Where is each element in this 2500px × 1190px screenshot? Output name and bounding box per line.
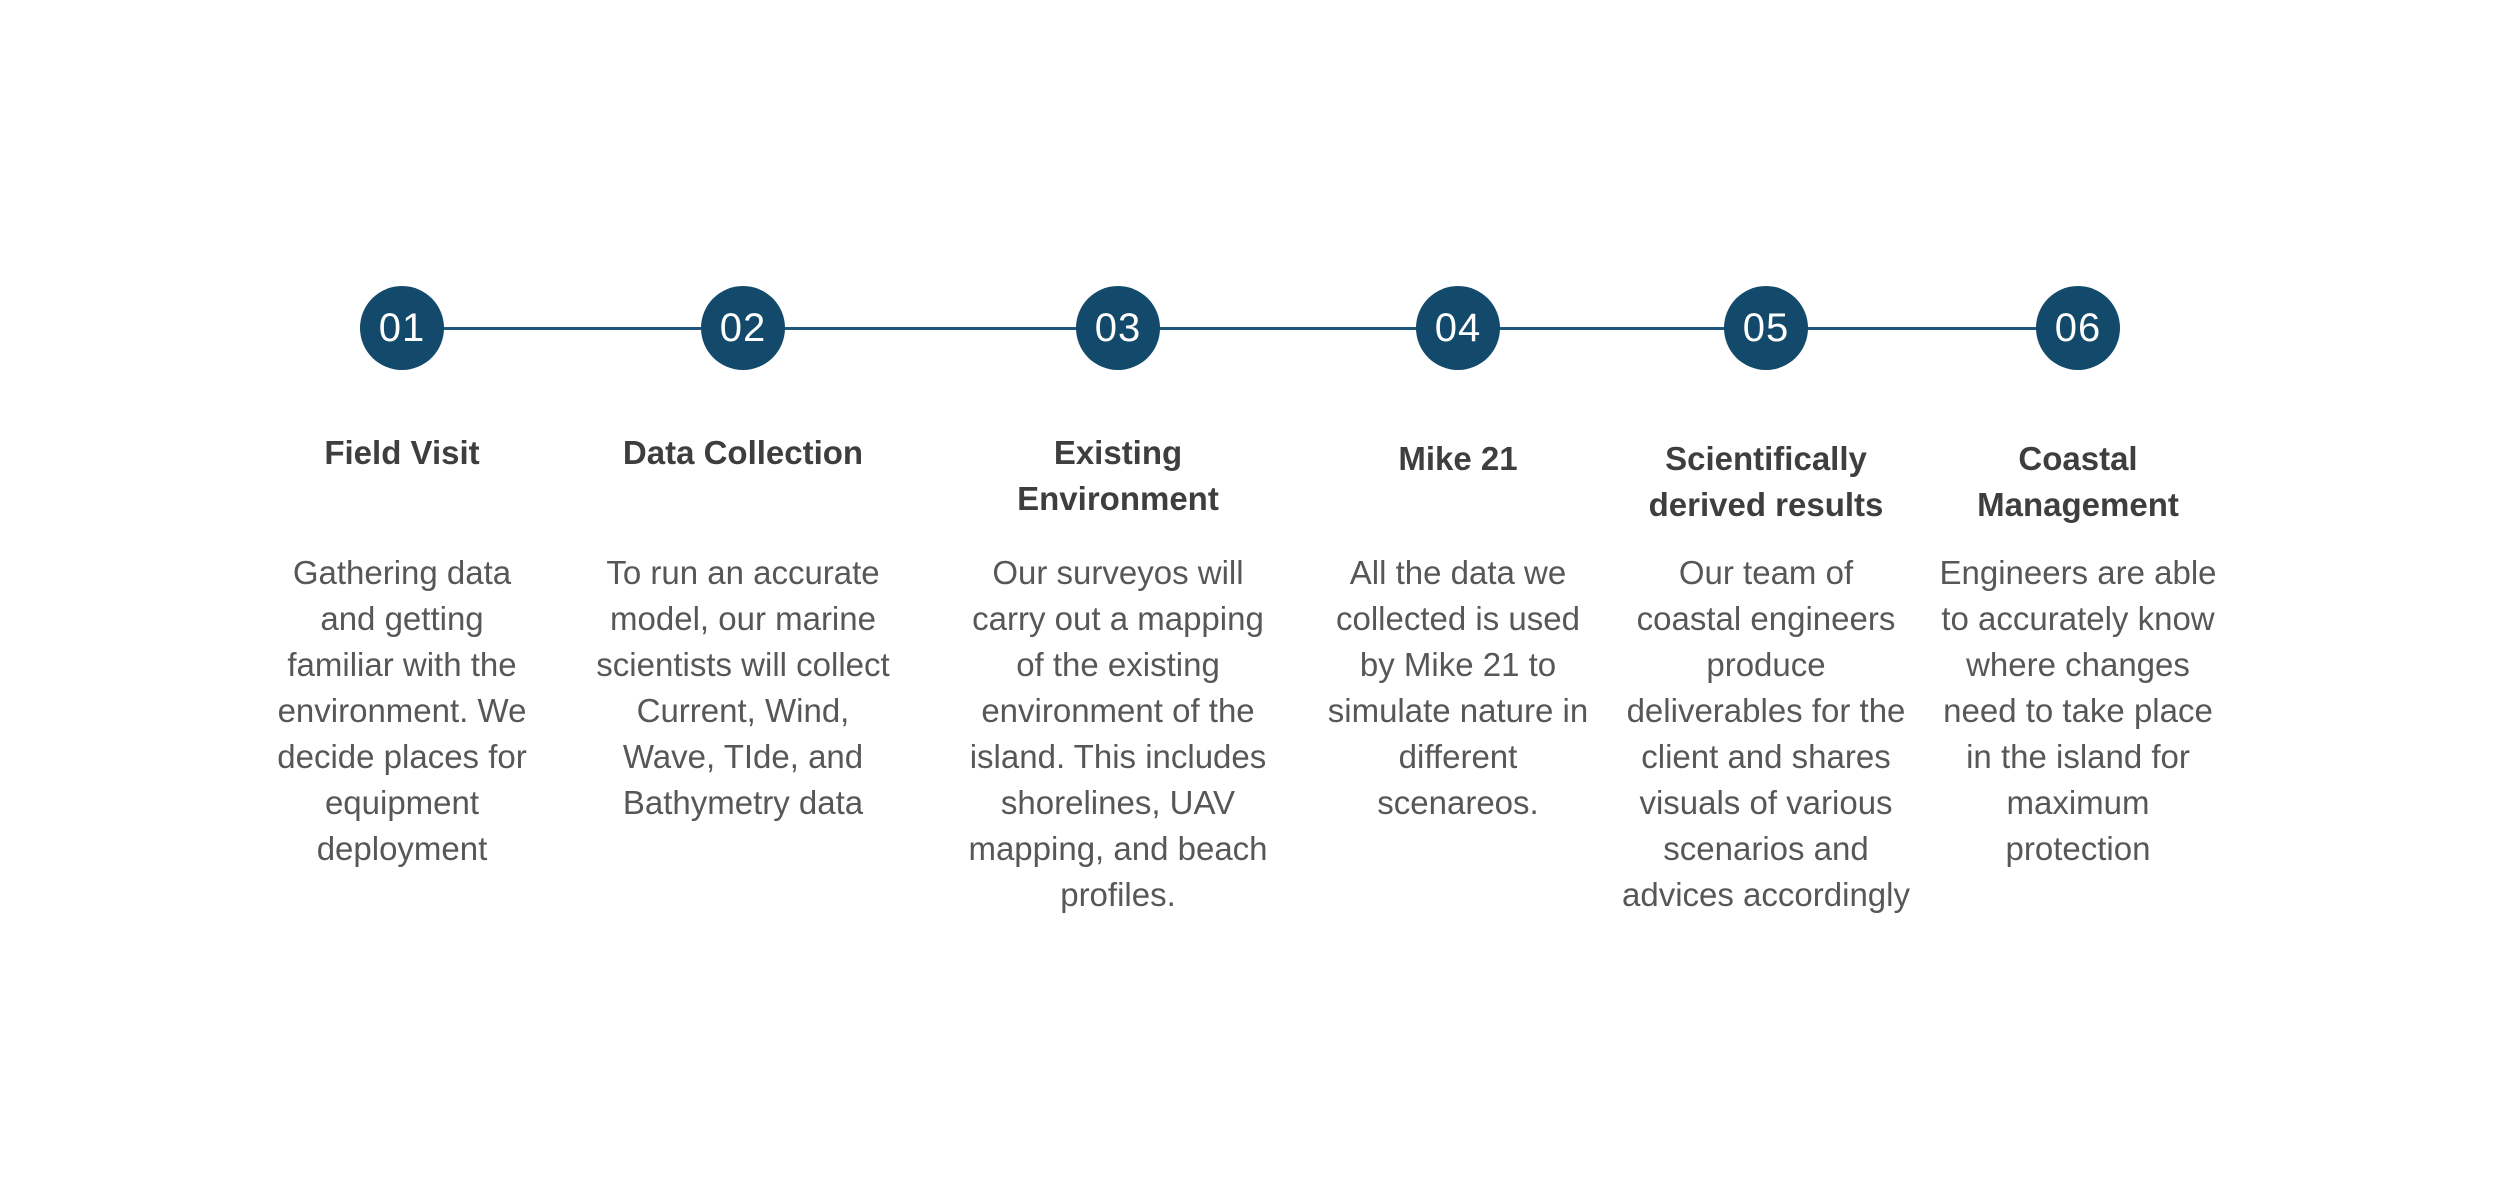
step-title-06: Coastal Management <box>1977 440 2179 523</box>
step-number-04: 04 <box>1434 305 1482 350</box>
step-number-05: 05 <box>1742 305 1790 350</box>
step-circle-05: 05 <box>1724 286 1808 370</box>
step-description-02: To run an accurate model, our marine sci… <box>596 554 890 821</box>
step-title-05: Scientifically derived results <box>1648 440 1884 523</box>
step-circle-01: 01 <box>360 286 444 370</box>
step-description-04: All the data we collected is used by Mik… <box>1327 554 1589 821</box>
step-title-04: Mike 21 <box>1398 440 1518 477</box>
step-description-01: Gathering data and getting familiar with… <box>277 554 527 867</box>
step-title-02: Data Collection <box>622 434 864 471</box>
step-title-01: Field Visit <box>324 434 480 471</box>
step-circle-06: 06 <box>2036 286 2120 370</box>
step-number-02: 02 <box>719 305 767 350</box>
step-circle-02: 02 <box>701 286 785 370</box>
step-description-06: Engineers are able to accurately know wh… <box>1939 554 2217 867</box>
step-title-03: Existing Environment <box>1017 434 1219 517</box>
step-description-03: Our surveyos will carry out a mapping of… <box>968 554 1268 913</box>
step-number-01: 01 <box>378 305 426 350</box>
step-circle-03: 03 <box>1076 286 1160 370</box>
step-description-05: Our team of coastal engineers produce de… <box>1622 554 1910 913</box>
timeline-connector-line <box>402 327 2078 330</box>
step-number-03: 03 <box>1094 305 1142 350</box>
step-circle-04: 04 <box>1416 286 1500 370</box>
step-number-06: 06 <box>2054 305 2102 350</box>
